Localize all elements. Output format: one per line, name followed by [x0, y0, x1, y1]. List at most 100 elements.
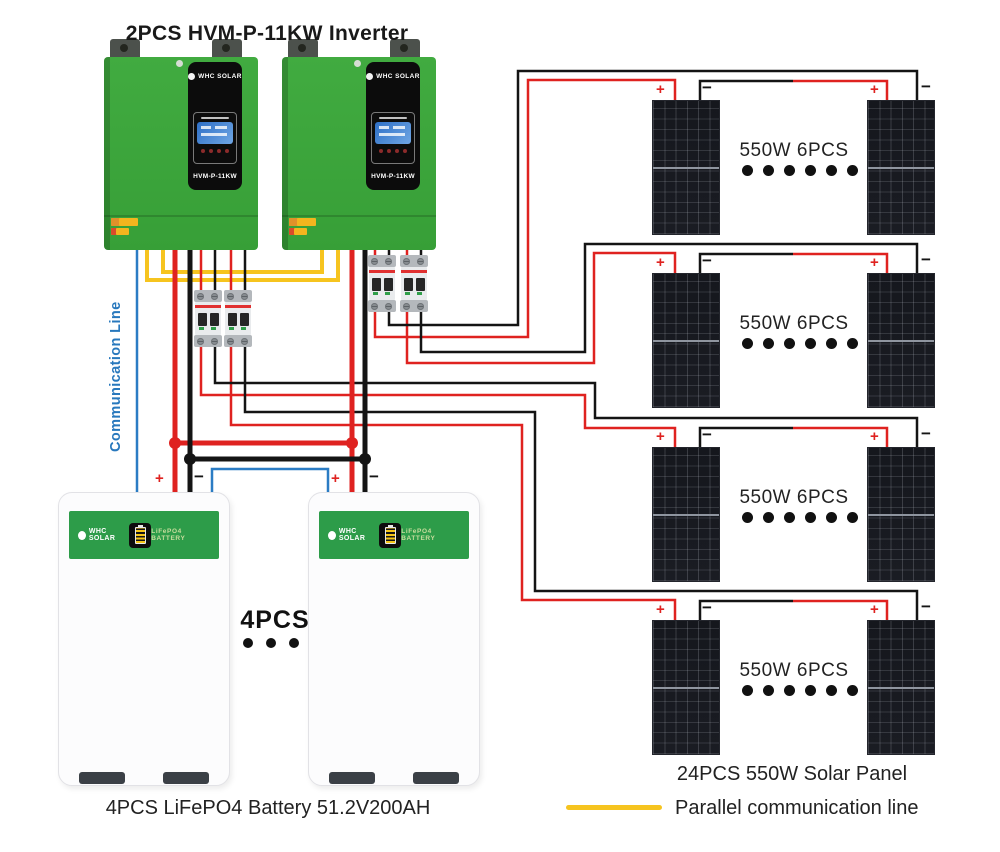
- solar-panel: [867, 447, 935, 582]
- battery-minus-label: −: [194, 467, 204, 486]
- pv-breaker-3: [368, 255, 396, 312]
- ellipsis-dots: [742, 512, 858, 523]
- inverter-brand: WHC SOLAR: [198, 73, 242, 80]
- battery-brand: WHC SOLAR: [88, 528, 116, 542]
- pv-breaker-1: [194, 290, 222, 347]
- pv-positive-wires: [199, 78, 889, 628]
- solar-caption: 24PCS 550W Solar Panel: [676, 763, 908, 785]
- battery-level-icon: [379, 522, 402, 548]
- communication-line-label: Communication Line: [108, 301, 124, 452]
- inverter-front-panel: WHC SOLAR HVM-P-11K: [188, 62, 242, 190]
- panel-minus-label: −: [921, 250, 931, 269]
- battery-level-icon: [129, 522, 152, 548]
- battery-foot: [163, 772, 209, 784]
- inverter-front-panel: WHC SOLAR HVM-P-11K: [366, 62, 420, 190]
- solar-row-label: 550W 6PCS: [739, 487, 849, 508]
- mounting-tab: [110, 39, 140, 58]
- battery-plus-label: +: [331, 470, 340, 487]
- whc-logo-icon: [188, 73, 196, 80]
- battery-foot: [329, 772, 375, 784]
- inverter-button: [395, 149, 399, 153]
- mounting-tab: [212, 39, 242, 58]
- panel-plus-label: +: [870, 428, 879, 445]
- battery-header: WHC SOLAR LiFePO4 BATTERY: [69, 511, 219, 559]
- inverter-lcd: [197, 122, 233, 144]
- inverter-2: WHC SOLAR HVM-P-11K: [282, 39, 436, 250]
- battery-type-label: LiFePO4 BATTERY: [151, 528, 186, 542]
- battery-minus-label: −: [369, 467, 379, 486]
- inverter-body: WHC SOLAR HVM-P-11K: [282, 57, 436, 250]
- battery-type-label: LiFePO4 BATTERY: [401, 528, 436, 542]
- diagram-title: 2PCS HVM-P-11KW Inverter: [125, 22, 409, 45]
- panel-minus-label: −: [702, 251, 712, 270]
- inverter-brand: WHC SOLAR: [376, 73, 420, 80]
- panel-minus-label: −: [702, 425, 712, 444]
- ellipsis-dots: [243, 638, 299, 648]
- inverter-button: [201, 149, 205, 153]
- inverter-button: [209, 149, 213, 153]
- parallel-communication-wires: [145, 250, 340, 282]
- panel-plus-label: +: [656, 254, 665, 271]
- battery-caption: 4PCS LiFePO4 Battery 51.2V200AH: [105, 797, 431, 819]
- inverter-button: [217, 149, 221, 153]
- solar-panel: [652, 620, 720, 755]
- solar-row-label: 550W 6PCS: [739, 313, 849, 334]
- whc-logo-icon: [78, 530, 86, 540]
- battery-foot: [413, 772, 459, 784]
- solar-panel: [652, 273, 720, 408]
- panel-minus-label: −: [921, 424, 931, 443]
- panel-plus-label: +: [870, 81, 879, 98]
- junction-dots: [169, 437, 371, 465]
- warning-sticker: [289, 228, 307, 235]
- warning-sticker: [111, 228, 129, 235]
- solar-panel: [652, 100, 720, 235]
- communication-wires: [135, 250, 330, 496]
- panel-plus-label: +: [656, 81, 665, 98]
- inverter-lcd: [375, 122, 411, 144]
- battery-plus-label: +: [155, 470, 164, 487]
- panel-minus-label: −: [921, 77, 931, 96]
- inverter-display-area: [371, 112, 415, 164]
- ellipsis-dots: [742, 685, 858, 696]
- panel-plus-label: +: [656, 428, 665, 445]
- ellipsis-dots: [742, 165, 858, 176]
- warning-sticker: [111, 218, 138, 226]
- panel-plus-label: +: [870, 601, 879, 618]
- mounting-tab: [390, 39, 420, 58]
- panel-plus-label: +: [656, 601, 665, 618]
- pv-breaker-4: [400, 255, 428, 312]
- inverter-body: WHC SOLAR HVM-P-11K: [104, 57, 258, 250]
- inverter-model: HVM-P-11KW: [371, 173, 415, 180]
- panel-minus-label: −: [702, 78, 712, 97]
- solar-panel: [652, 447, 720, 582]
- solar-panel: [867, 273, 935, 408]
- battery-2: WHC SOLAR LiFePO4 BATTERY: [308, 492, 480, 786]
- inverter-model: HVM-P-11KW: [193, 173, 237, 180]
- inverter-button: [403, 149, 407, 153]
- warning-sticker: [289, 218, 316, 226]
- inverter-button: [225, 149, 229, 153]
- battery-foot: [79, 772, 125, 784]
- whc-logo-icon: [366, 73, 374, 80]
- panel-minus-label: −: [921, 597, 931, 616]
- panel-plus-label: +: [870, 254, 879, 271]
- inverter-1: WHC SOLAR HVM-P-11K: [104, 39, 258, 250]
- ellipsis-dots: [742, 338, 858, 349]
- whc-logo-icon: [328, 530, 336, 540]
- solar-panel: [867, 620, 935, 755]
- solar-row-label: 550W 6PCS: [739, 660, 849, 681]
- battery-brand: WHC SOLAR: [338, 528, 366, 542]
- solar-row-label: 550W 6PCS: [739, 140, 849, 161]
- legend-parallel-label: Parallel communication line: [675, 797, 919, 819]
- panel-minus-label: −: [702, 598, 712, 617]
- battery-header: WHC SOLAR LiFePO4 BATTERY: [319, 511, 469, 559]
- battery-count-label: 4PCS: [240, 606, 310, 634]
- mounting-tab: [288, 39, 318, 58]
- inverter-button: [387, 149, 391, 153]
- pv-negative-wires: [213, 69, 919, 628]
- battery-1: WHC SOLAR LiFePO4 BATTERY: [58, 492, 230, 786]
- inverter-button: [379, 149, 383, 153]
- legend-yellow-line: [566, 805, 662, 810]
